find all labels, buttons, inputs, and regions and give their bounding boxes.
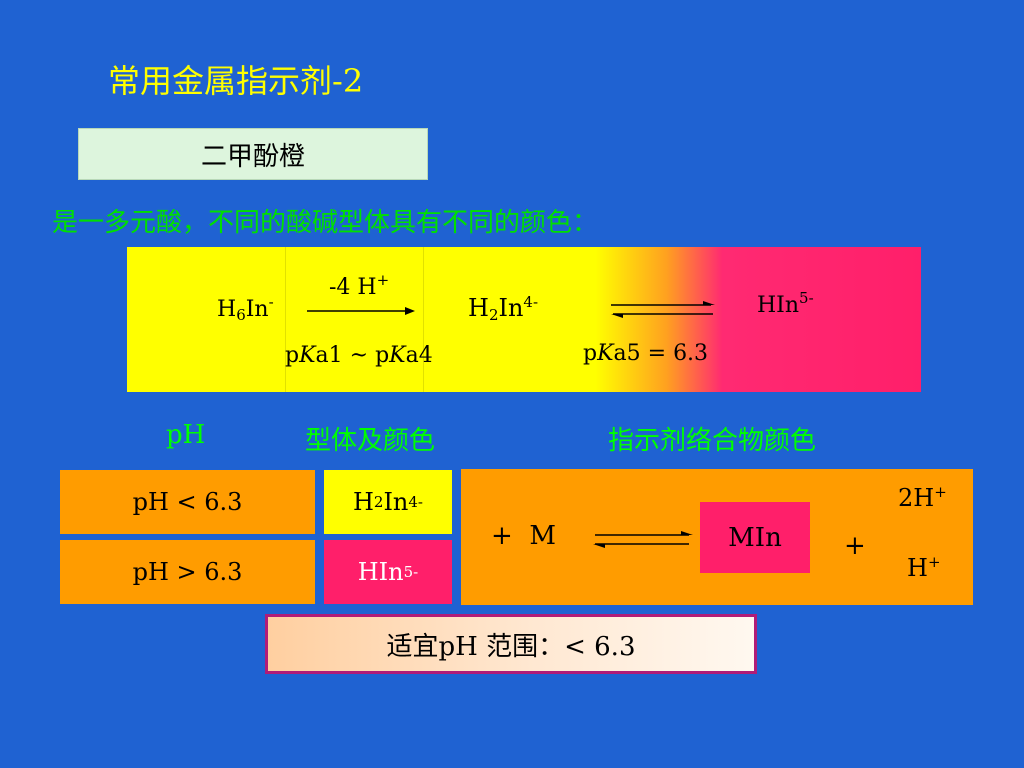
- header-complex-color: 指示剂络合物颜色: [608, 426, 817, 456]
- step-label: -4 H+: [329, 271, 390, 300]
- header-form-color: 型体及颜色: [305, 426, 436, 456]
- species-hin: HIn5-: [757, 289, 814, 318]
- slide-title: 常用金属指示剂-2: [108, 62, 364, 100]
- pka5-label: pKa5 = 6.3: [583, 341, 709, 366]
- divider-line: [423, 247, 424, 392]
- suitable-range-box: 适宜pH 范围：< 6.3: [265, 614, 757, 674]
- indicator-name-box: 二甲酚橙: [78, 128, 428, 180]
- equilibrium-box: H6In- -4 H+ pKa1 ~ pKa4 H2In4- pKa5 = 6.…: [127, 247, 921, 392]
- plus-sign: +: [844, 531, 866, 561]
- pka-range: pKa1 ~ pKa4: [285, 343, 433, 368]
- forward-arrow-icon: [307, 307, 415, 315]
- suitable-range-text: 适宜pH 范围：< 6.3: [386, 631, 636, 662]
- complex-equilibrium-arrow-icon: [593, 531, 693, 548]
- complex-box: + M MIn + 2H+ H+: [461, 469, 973, 605]
- description-text: 是一多元酸，不同的酸碱型体具有不同的颜色：: [52, 208, 599, 238]
- header-ph: pH: [166, 420, 206, 450]
- equilibrium-arrow-icon: [611, 301, 715, 318]
- proton-2h: 2H+: [898, 483, 947, 512]
- proton-h: H+: [907, 553, 941, 582]
- plus-metal: + M: [491, 521, 556, 551]
- ph-row-high: pH > 6.3: [60, 540, 315, 604]
- ph-row-low: pH < 6.3: [60, 470, 315, 534]
- species-h6in: H6In-: [217, 293, 274, 324]
- species-h2in: H2In4-: [468, 293, 539, 324]
- divider-line: [285, 247, 286, 392]
- indicator-name: 二甲酚橙: [200, 141, 305, 172]
- min-complex: MIn: [700, 502, 810, 573]
